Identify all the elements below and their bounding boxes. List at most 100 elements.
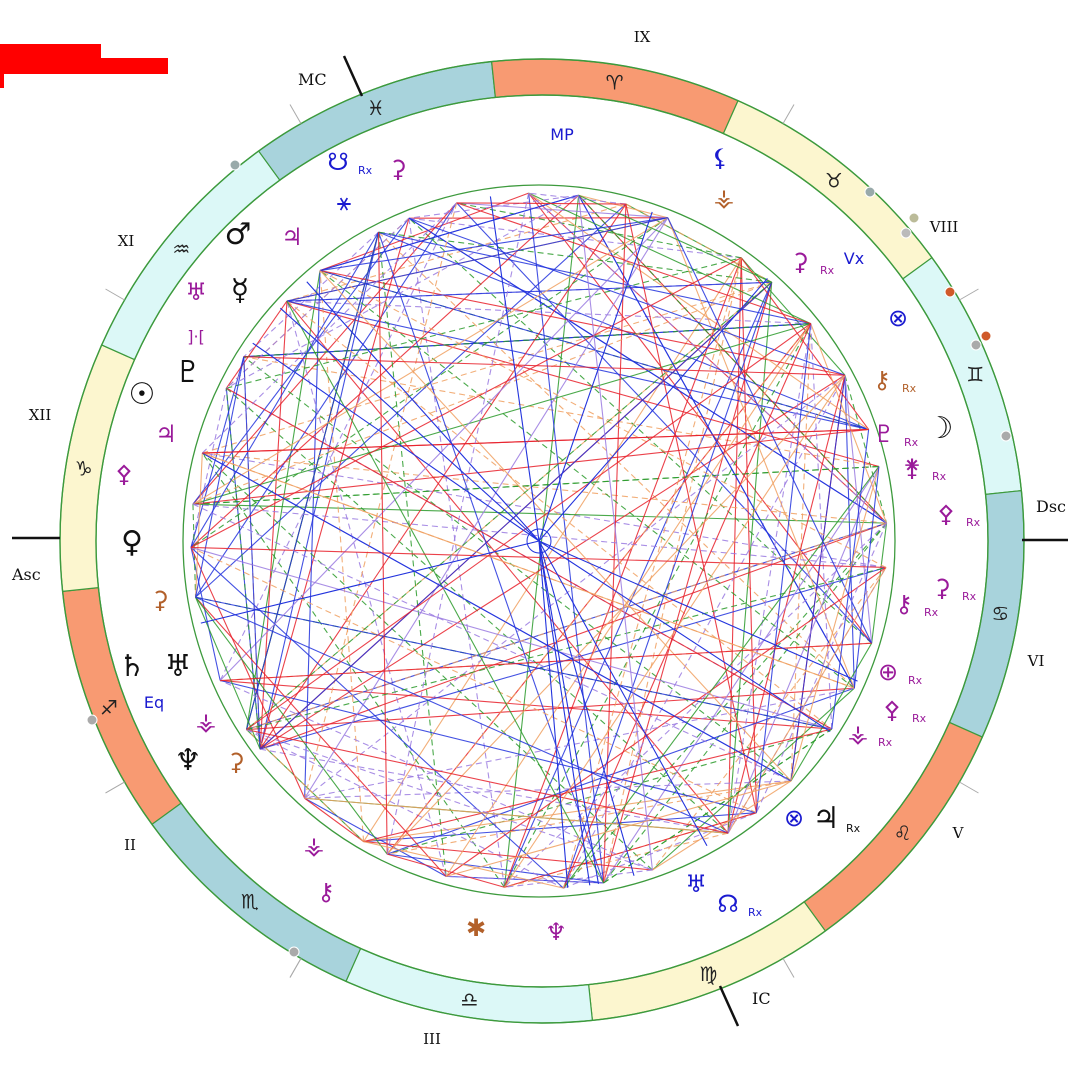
aspect-line bbox=[445, 567, 887, 877]
aspect-line bbox=[528, 192, 626, 205]
equatorial-ascendant-icon: Eq bbox=[144, 693, 164, 712]
aspect-line bbox=[190, 547, 564, 889]
aspect-line bbox=[259, 301, 288, 750]
aspect-line bbox=[408, 218, 505, 888]
libra-cusp-icon: ⚹ bbox=[337, 188, 351, 216]
aspect-line bbox=[192, 217, 669, 505]
aspect-line bbox=[578, 195, 653, 871]
vulkanus-retrograde-label: Rx bbox=[932, 470, 947, 483]
aspect-line bbox=[202, 281, 772, 454]
aspect-line bbox=[538, 540, 708, 847]
aspect-line bbox=[219, 217, 669, 681]
aspect-line bbox=[790, 323, 812, 782]
sun-icon: ☉ bbox=[129, 377, 156, 412]
house-cusp-tick bbox=[782, 104, 795, 124]
aspect-line bbox=[243, 356, 880, 468]
aspect-line bbox=[489, 196, 540, 542]
aspect-line bbox=[202, 452, 855, 689]
aspect-line bbox=[456, 202, 873, 644]
aspect-line bbox=[652, 687, 855, 871]
moon-icon: ☽ bbox=[927, 411, 954, 446]
aspect-line bbox=[243, 231, 379, 358]
aspect-line bbox=[563, 812, 757, 889]
house-label-ix: IX bbox=[634, 28, 651, 46]
mc-line bbox=[342, 55, 364, 97]
house-cusp-tick bbox=[959, 288, 979, 301]
zeus-retrograde-label: Rx bbox=[912, 712, 927, 725]
aspect-line bbox=[363, 780, 792, 843]
sign-glyph-aquarius: ♒ bbox=[172, 237, 190, 261]
sedna-icon: ⚶ bbox=[304, 832, 324, 860]
aspect-line bbox=[603, 728, 833, 884]
north-node-retrograde-label: Rx bbox=[748, 906, 763, 919]
hades-retrograde-label: Rx bbox=[924, 606, 939, 619]
aspect-line bbox=[740, 257, 758, 813]
vulcan-icon: ⊗ bbox=[784, 804, 804, 832]
aspect-line bbox=[810, 323, 888, 524]
aspect-line bbox=[226, 194, 579, 389]
aspect-line bbox=[408, 217, 846, 376]
sign-glyph-leo: ♌ bbox=[894, 821, 912, 845]
aspect-line bbox=[286, 300, 811, 325]
saturn-icon: ♄ bbox=[119, 649, 146, 684]
fixed-star-marker bbox=[944, 286, 956, 298]
asc-label: Asc bbox=[11, 565, 41, 584]
aspect-line bbox=[243, 356, 845, 376]
jupiter-icon: ♃ bbox=[813, 801, 840, 836]
aspect-line bbox=[319, 192, 529, 272]
vesta-icon: ]·[ bbox=[187, 327, 205, 346]
aspect-line bbox=[202, 452, 887, 569]
aspect-line bbox=[201, 452, 505, 888]
fixed-star-marker bbox=[1000, 430, 1012, 442]
aspect-line bbox=[304, 797, 364, 843]
aspect-line bbox=[578, 194, 668, 219]
aspect-line bbox=[853, 466, 880, 689]
aspect-line bbox=[871, 523, 888, 644]
aspect-line bbox=[652, 780, 792, 871]
aspect-line bbox=[831, 429, 870, 730]
eros-retrograde-label: Rx bbox=[820, 264, 835, 277]
aspect-line bbox=[408, 194, 579, 219]
aspect-line bbox=[192, 465, 879, 505]
venus-icon: ♀ bbox=[121, 525, 143, 560]
aspect-line bbox=[387, 780, 792, 855]
redaction-bar-top bbox=[0, 44, 101, 62]
mercury-icon: ☿ bbox=[231, 273, 249, 308]
house-cusp-tick bbox=[289, 104, 302, 124]
aspect-line bbox=[220, 679, 757, 814]
uranus-hypothetical-icon: ♅ bbox=[685, 870, 707, 898]
juno-icon: ♃ bbox=[155, 420, 177, 448]
ceres-icon: ⚳ bbox=[151, 586, 169, 614]
aspect-line bbox=[190, 194, 579, 548]
aspect-line bbox=[202, 452, 792, 782]
aspect-line bbox=[192, 202, 458, 505]
aspect-line bbox=[445, 780, 792, 877]
aspect-line bbox=[304, 217, 669, 799]
inner-circle bbox=[182, 184, 896, 898]
aspect-line bbox=[190, 231, 380, 548]
aspect-line bbox=[528, 192, 869, 430]
kronos-retrograde-label: Rx bbox=[904, 436, 919, 449]
aspect-line bbox=[304, 797, 729, 834]
aspect-line bbox=[259, 203, 627, 750]
aspect-line bbox=[562, 257, 742, 889]
admetos-icon: ⚶ bbox=[848, 720, 868, 748]
sign-glyph-sagittarius: ♐ bbox=[100, 695, 118, 719]
aspect-line bbox=[503, 323, 812, 888]
psyche-icon: ⚶ bbox=[714, 184, 734, 212]
jupiter-retrograde-label: Rx bbox=[846, 822, 861, 835]
ixion-icon: ⊕ bbox=[878, 658, 898, 686]
aspect-line bbox=[246, 729, 364, 842]
aspect-line bbox=[667, 217, 873, 644]
meridian-point-icon: MP bbox=[550, 125, 574, 144]
sign-glyph-pisces: ♓ bbox=[367, 96, 385, 120]
house-cusp-lines bbox=[105, 104, 979, 978]
sign-glyph-libra: ♎ bbox=[460, 987, 478, 1011]
chariklo-retrograde-label: Rx bbox=[902, 382, 917, 395]
aspect-line bbox=[503, 257, 742, 888]
aspect-line bbox=[408, 217, 742, 259]
aspect-line bbox=[667, 217, 855, 689]
aspect-line bbox=[226, 257, 742, 389]
neptune-icon: ♆ bbox=[175, 743, 202, 778]
